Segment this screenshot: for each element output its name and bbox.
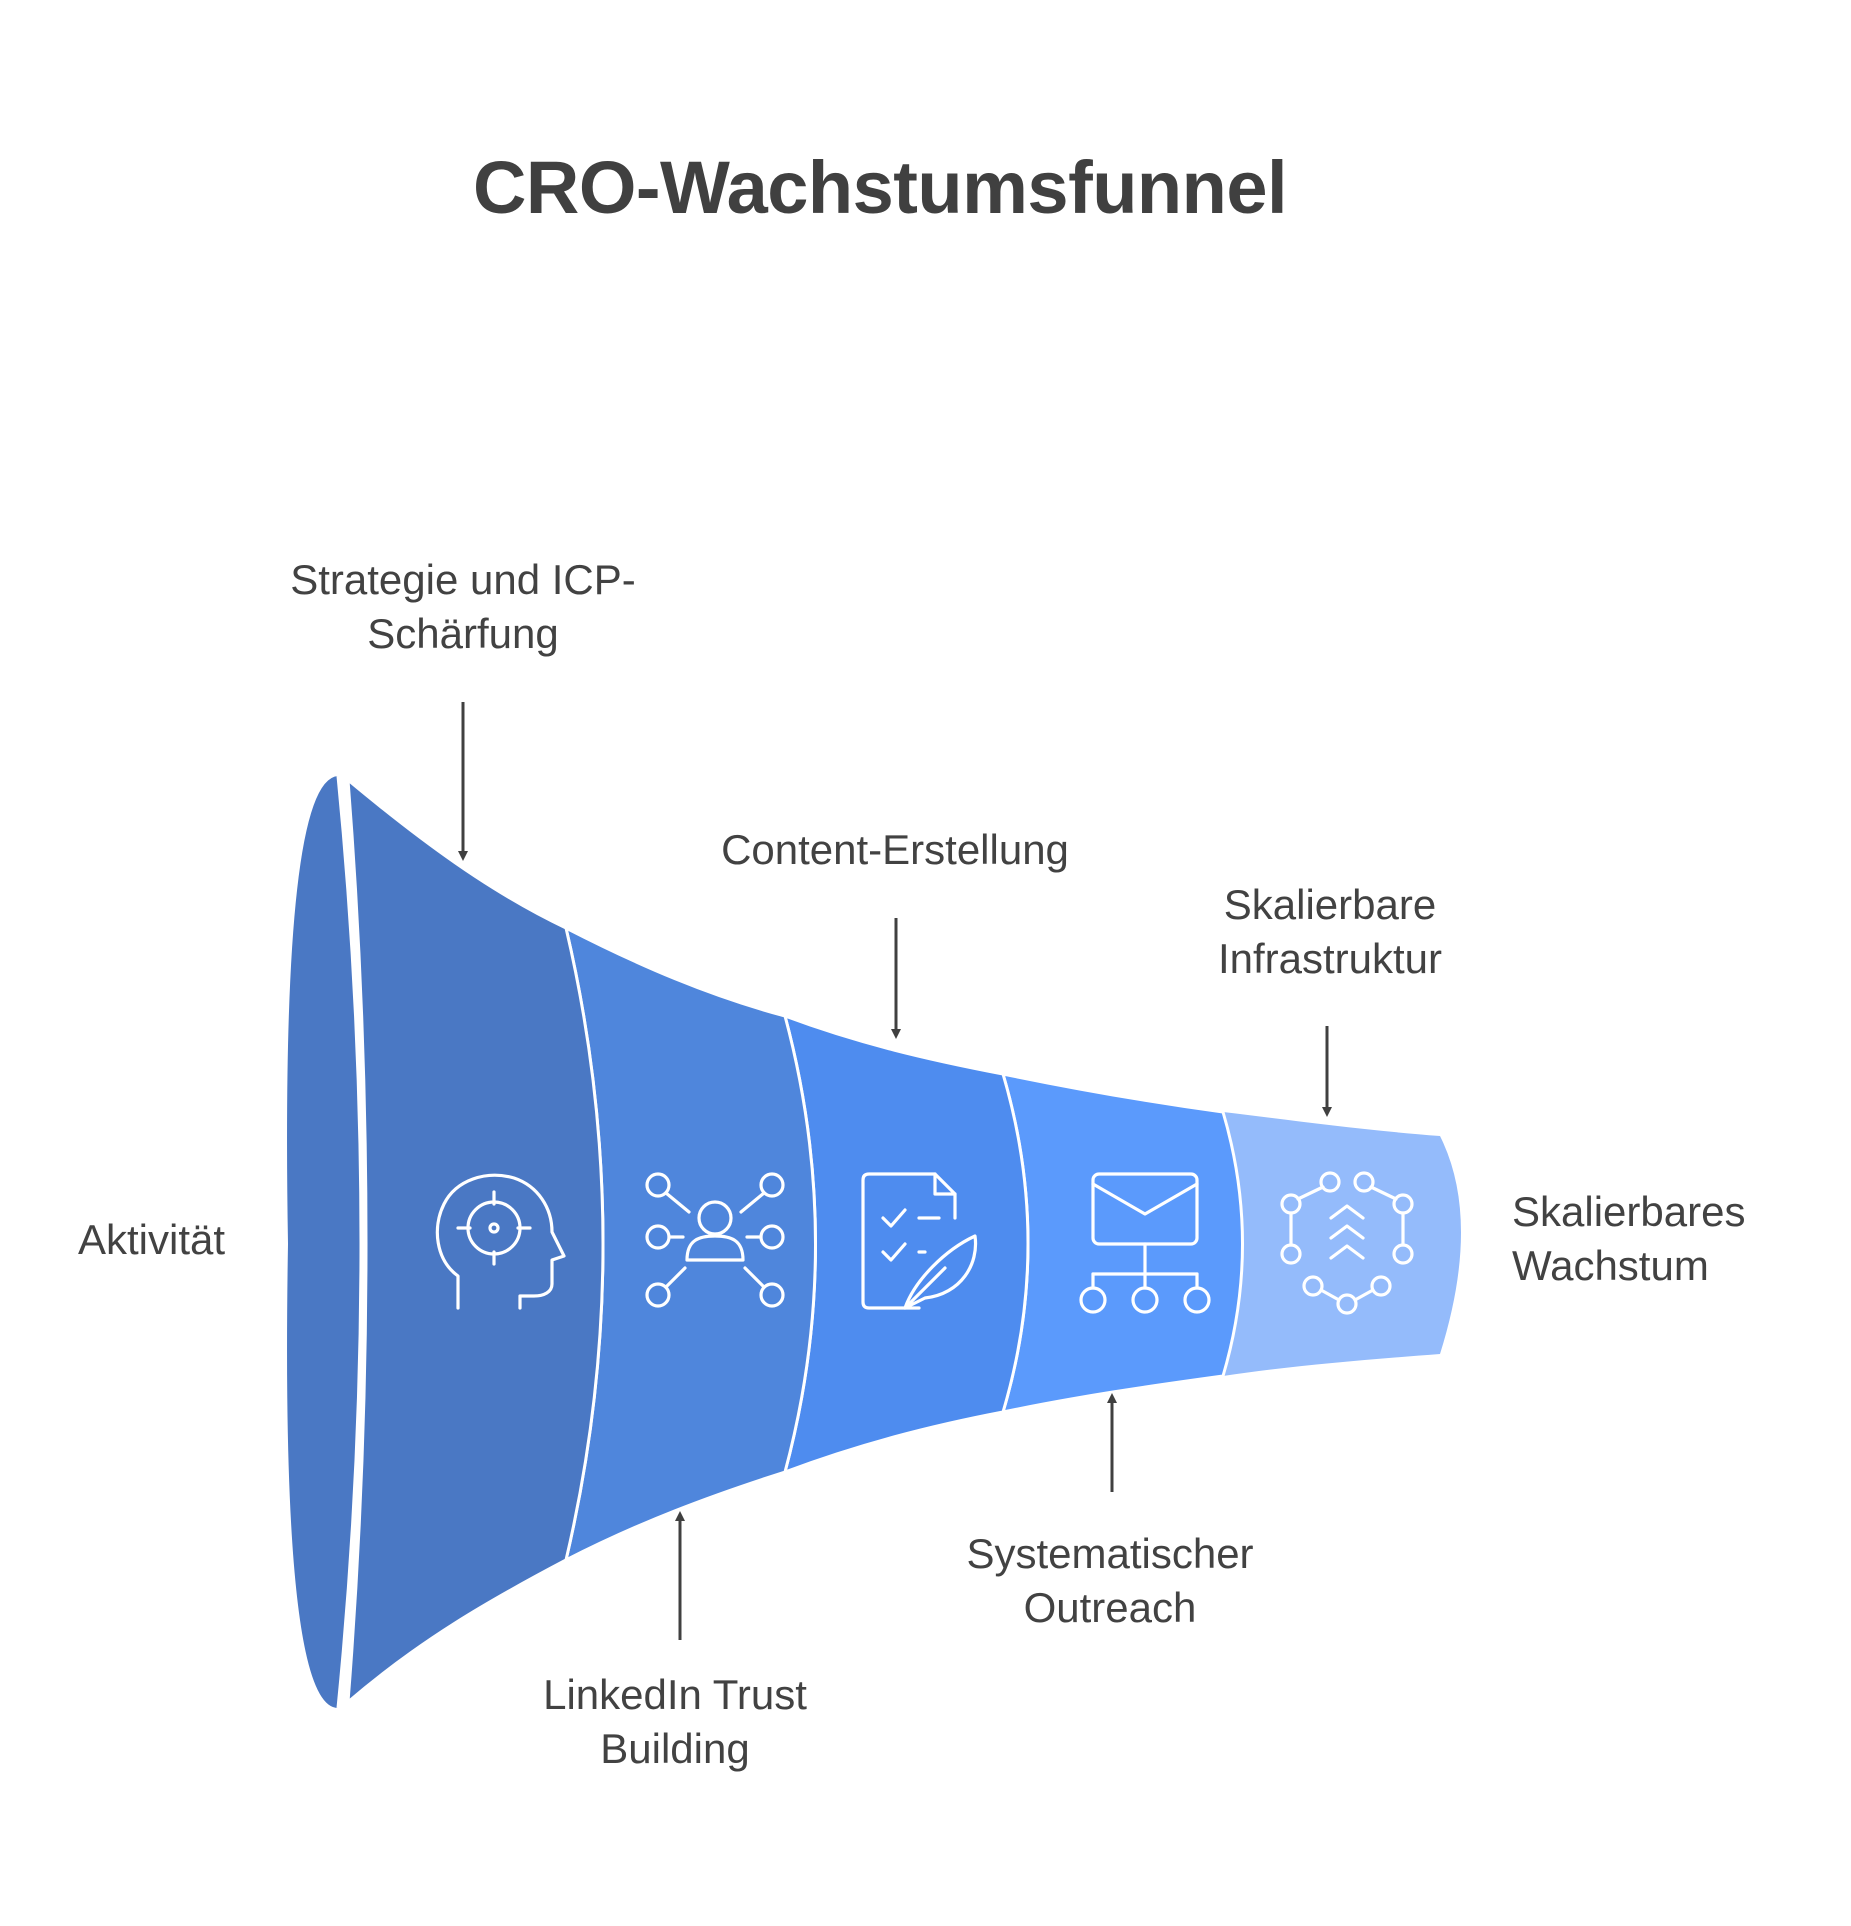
- stage-label-3: Content-Erstellung: [721, 826, 1069, 873]
- funnel-mouth: [287, 776, 361, 1708]
- document-quill-icon: [861, 1172, 978, 1310]
- mail-distribution-icon: [1079, 1172, 1211, 1314]
- arrows: [458, 702, 1332, 1640]
- outcome-label: Skalierbares Wachstum: [1512, 1188, 1746, 1289]
- hexagon-growth-icon: [1280, 1171, 1414, 1315]
- stage-label-2: LinkedIn Trust Building: [543, 1671, 807, 1772]
- funnel-mouth-edge: [336, 775, 363, 1709]
- funnel-segment-5: [1223, 1112, 1461, 1376]
- network-person-icon: [645, 1172, 785, 1308]
- stage-label-5: Skalierbare Infrastruktur: [1217, 881, 1443, 982]
- funnel-segment-1: [346, 776, 605, 1706]
- target-head-icon: [435, 1173, 566, 1310]
- stage-label-1: Strategie und ICP- Schärfung: [290, 556, 636, 657]
- stage-label-4: Systematischer Outreach: [966, 1530, 1254, 1631]
- axis-label-aktivitaet: Aktivität: [78, 1216, 226, 1263]
- page-title: CRO-Wachstumsfunnel: [472, 146, 1288, 229]
